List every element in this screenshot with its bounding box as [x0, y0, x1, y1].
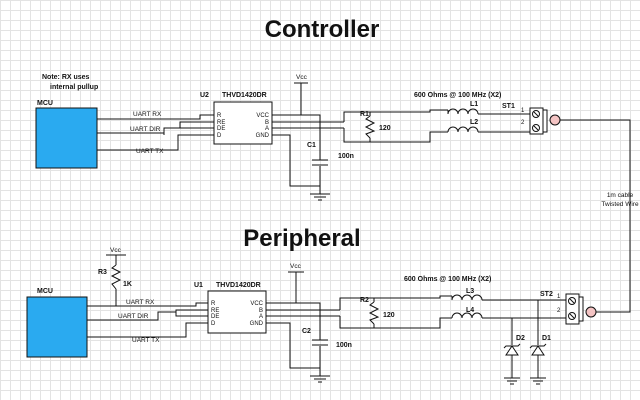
controller-cap-value: 100n: [338, 153, 354, 160]
controller-ground-symbol: [310, 193, 330, 201]
peripheral-mcu-block: [26, 296, 88, 358]
peripheral-pullup-vcc: Vcc: [110, 247, 122, 254]
controller-res-value: 120: [379, 125, 391, 132]
peripheral-cap-value: 100n: [336, 342, 352, 349]
controller-ic-part: THVD1420DR: [222, 92, 267, 99]
peripheral-ic-body: [207, 290, 267, 334]
peripheral-terminal-block: [565, 293, 584, 325]
peripheral-cable-terminal: [585, 306, 597, 318]
peripheral-cap-ref: C2: [302, 328, 311, 335]
controller-ic-body: [213, 101, 273, 145]
controller-ferrite-note: 600 Ohms @ 100 MHz (X2): [414, 92, 501, 99]
cable-label-line2: Twisted Wire: [601, 201, 639, 208]
controller-inductor-l2: [447, 126, 479, 133]
peripheral-inductor-l4: [451, 312, 483, 319]
controller-ic-pin-vcc: VCC: [256, 113, 269, 119]
peripheral-signal-wires: [87, 302, 208, 338]
controller-ic-pin-a: A: [265, 126, 269, 132]
peripheral-diode-grounds: [504, 377, 546, 385]
peripheral-ic-pin-r: R: [211, 301, 216, 307]
controller-res-ref: R1: [360, 111, 369, 118]
controller-sig-tx: UART TX: [136, 148, 164, 155]
peripheral-resistor-r2: [368, 301, 380, 325]
controller-ind2: L2: [470, 119, 478, 126]
controller-ic-pin-re: RE: [217, 120, 225, 126]
peripheral-conn-ref: ST2: [540, 291, 553, 298]
peripheral-pullup-wires: [106, 254, 126, 302]
peripheral-pullup-ref: R3: [98, 269, 107, 276]
peripheral-diode1-label: D2: [516, 335, 525, 342]
controller-bus-wires: [343, 109, 448, 143]
peripheral-sig-dir: UART DIR: [118, 313, 149, 320]
peripheral-ic-pin-b: B: [259, 308, 263, 314]
controller-sig-dir: UART DIR: [130, 126, 161, 133]
controller-ic-pin-gnd: GND: [256, 133, 270, 139]
peripheral-sig-rx: UART RX: [126, 299, 155, 306]
controller-ic-pin-b: B: [265, 120, 269, 126]
peripheral-conn-pin2: 2: [557, 308, 561, 314]
controller-ic-pin-de: DE: [217, 126, 225, 132]
peripheral-pullup-value: 1K: [123, 281, 132, 288]
controller-vcc-label: Vcc: [296, 74, 308, 81]
cable-label-line1: 1m cable: [607, 192, 634, 199]
controller-title: Controller: [265, 16, 380, 43]
controller-sig-rx: UART RX: [133, 111, 162, 118]
controller-power-wires: [272, 82, 344, 194]
controller-inductor-l1: [447, 108, 479, 115]
controller-note-line1: Note: RX uses: [42, 74, 90, 81]
peripheral-ic-part: THVD1420DR: [216, 282, 261, 289]
peripheral-ic-pin-re: RE: [211, 308, 219, 314]
peripheral-resistor-r3: [110, 264, 122, 290]
peripheral-title: Peripheral: [243, 225, 360, 252]
controller-conn-ref: ST1: [502, 103, 515, 110]
peripheral-diode-d1: [529, 343, 547, 356]
peripheral-ic-pin-gnd: GND: [250, 321, 264, 327]
peripheral-vcc-label: Vcc: [290, 263, 302, 270]
peripheral-ground-symbol: [310, 375, 330, 383]
controller-connector-wires: [447, 110, 530, 133]
controller-ind1: L1: [470, 101, 478, 108]
peripheral-capacitor-c2: [312, 339, 328, 346]
peripheral-diode-d2: [503, 343, 521, 356]
controller-resistor-r1: [364, 115, 376, 139]
controller-conn-pin2: 2: [521, 120, 525, 126]
peripheral-ic-pin-a: A: [259, 314, 263, 320]
controller-signal-wires: [97, 114, 214, 151]
peripheral-res-ref: R2: [360, 297, 369, 304]
peripheral-inductor-l3: [451, 294, 483, 301]
controller-capacitor-c1: [312, 159, 328, 166]
peripheral-power-wires: [266, 271, 340, 376]
peripheral-mcu-label: MCU: [37, 288, 53, 295]
controller-cable-terminal: [549, 114, 561, 126]
peripheral-connector-wires: [451, 296, 566, 378]
controller-ic-pin-d: D: [217, 133, 222, 139]
cable-wire: [560, 119, 631, 313]
controller-ic-ref: U2: [200, 92, 209, 99]
peripheral-conn-pin1: 1: [557, 294, 561, 300]
controller-cap-ref: C1: [307, 142, 316, 149]
peripheral-ind2: L4: [466, 307, 474, 314]
peripheral-ic-ref: U1: [194, 282, 203, 289]
controller-ic-pin-r: R: [217, 113, 222, 119]
peripheral-ic-pin-de: DE: [211, 314, 219, 320]
peripheral-ic-pin-vcc: VCC: [250, 301, 263, 307]
peripheral-bus-wires: [339, 295, 452, 329]
peripheral-ic-pin-d: D: [211, 321, 216, 327]
peripheral-sig-tx: UART TX: [132, 337, 160, 344]
peripheral-ind1: L3: [466, 288, 474, 295]
peripheral-res-value: 120: [383, 312, 395, 319]
controller-mcu-block: [35, 107, 98, 169]
controller-conn-pin1: 1: [521, 108, 525, 114]
controller-note-line2: internal pullup: [50, 84, 98, 91]
peripheral-diode2-label: D1: [542, 335, 551, 342]
controller-mcu-label: MCU: [37, 100, 53, 107]
controller-terminal-block: [529, 107, 548, 135]
peripheral-ferrite-note: 600 Ohms @ 100 MHz (X2): [404, 276, 491, 283]
